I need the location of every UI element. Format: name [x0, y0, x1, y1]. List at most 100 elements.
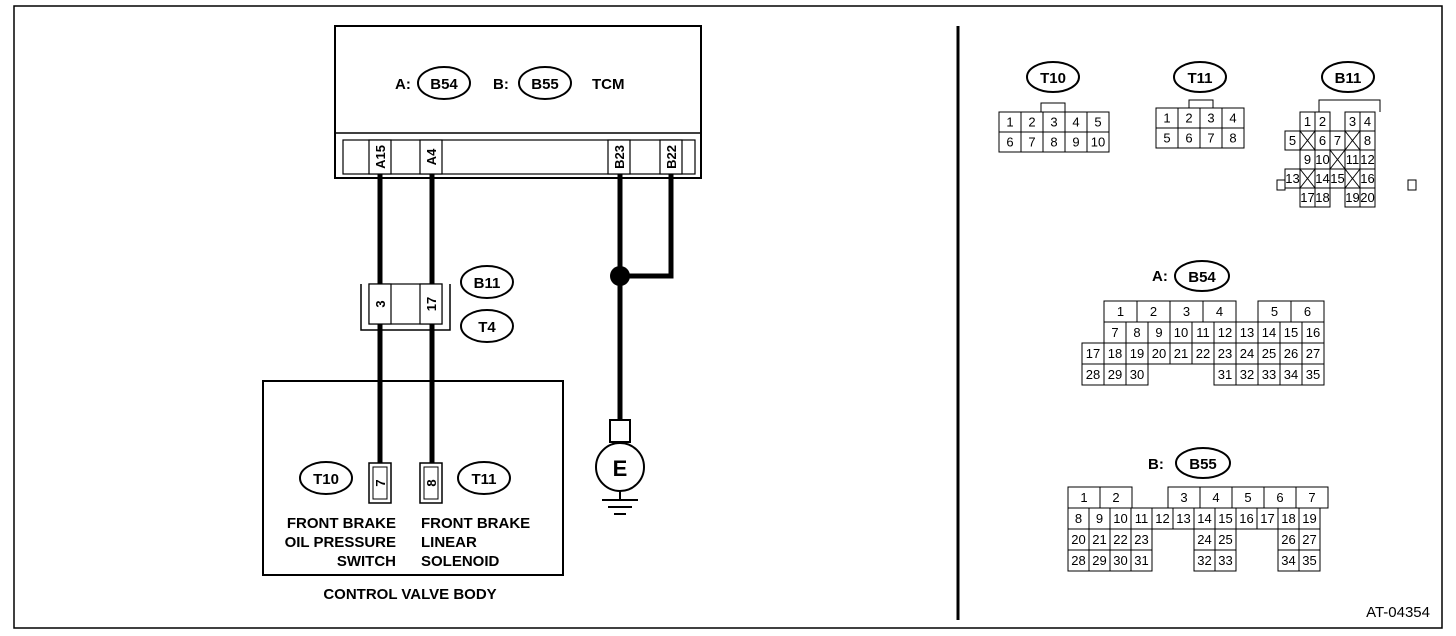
connector-b55-pin: 31	[1134, 553, 1148, 568]
splice-point	[610, 266, 630, 286]
tcm-conn-b: B55	[531, 76, 559, 93]
connector-b54-pin: 23	[1218, 346, 1232, 361]
connector-t10-cell	[1086, 131, 1110, 153]
connector-b55-pin: 3	[1180, 490, 1187, 505]
connector-b54-pin: 25	[1262, 346, 1276, 361]
connector-b55-pin: 9	[1096, 511, 1103, 526]
connector-b11-pin: 19	[1345, 190, 1359, 205]
svg-text:A:: A:	[1152, 268, 1168, 285]
connector-b55-pin: 2	[1112, 490, 1119, 505]
tcm-name: TCM	[592, 76, 625, 93]
connector-b11-pin: 15	[1330, 171, 1344, 186]
connector-b54-pin: 5	[1271, 304, 1278, 319]
connector-b54-pin: 34	[1284, 367, 1298, 382]
tcm-conn-a: B54	[430, 76, 458, 93]
connector-b11-pin: 2	[1319, 114, 1326, 129]
connector-b11-pin: 11	[1346, 152, 1360, 167]
connector-b55-pin: 5	[1244, 490, 1251, 505]
wire-b22	[620, 174, 674, 279]
ground-symbol: E	[595, 419, 645, 515]
connector-b11-pin: 13	[1285, 171, 1299, 186]
joint-conn-bottom: T4	[478, 319, 496, 336]
connector-b55-pin: 14	[1197, 511, 1211, 526]
connector-t11-cell	[1221, 127, 1245, 149]
connector-b11-pin: 17	[1300, 190, 1314, 205]
connector-t11-pin: 2	[1185, 111, 1192, 126]
connector-t11-pin: 7	[1207, 131, 1214, 146]
connector-b11-pin: 20	[1360, 190, 1374, 205]
control-valve-body: 7 8 T10 T11 FRONT BRAKE OIL PRESSURE SWI…	[262, 380, 564, 576]
connector-b54-pin: 18	[1108, 346, 1122, 361]
connector-t11-pin: 6	[1185, 131, 1192, 146]
connector-t10-pin: 8	[1050, 135, 1057, 150]
connector-b55-pin: 8	[1075, 511, 1082, 526]
joint-conn-top: B11	[474, 275, 501, 292]
solenoid-label-line1: FRONT BRAKE	[421, 515, 530, 532]
connector-t10-pin: 5	[1094, 115, 1101, 130]
connector-b54-pin: 26	[1284, 346, 1298, 361]
connector-b54-pin: 35	[1306, 367, 1320, 382]
connector-b55-pin: 21	[1092, 532, 1106, 547]
connector-b55-pin: 28	[1071, 553, 1085, 568]
connector-b54-pin: 28	[1086, 367, 1100, 382]
connector-t10-pin: 2	[1028, 115, 1035, 130]
connector-b54-pin: 12	[1218, 325, 1232, 340]
ground-label: E	[613, 456, 628, 481]
connector-b55-pin: 33	[1218, 553, 1232, 568]
connector-b55-pin: 4	[1212, 490, 1219, 505]
connector-b11-pin: 7	[1334, 133, 1341, 148]
tcm-label-a: A:	[395, 76, 411, 93]
connector-b11-blank-cross	[1344, 130, 1361, 151]
connector-b54-pin: 16	[1306, 325, 1320, 340]
tcm-unit: A: B54 B: B55 TCM A15 A4 B23 B22	[334, 25, 702, 179]
connector-b54-pin: 24	[1240, 346, 1254, 361]
connector-t10-pin: 6	[1006, 135, 1013, 150]
tcm-terminal-a4: A4	[419, 139, 443, 175]
valve-body-title: CONTROL VALVE BODY	[323, 586, 496, 603]
svg-text:17: 17	[424, 297, 439, 311]
connector-b55-cell	[1214, 549, 1237, 572]
connector-b54-cell	[1125, 363, 1149, 386]
tcm-label-b: B:	[493, 76, 509, 93]
joint-pin-3	[368, 283, 392, 325]
connector-b54-cell	[1301, 363, 1325, 386]
connector-b11-pin: 6	[1319, 133, 1326, 148]
svg-text:A4: A4	[424, 148, 439, 165]
connector-b54-pin: 1	[1117, 304, 1124, 319]
connector-b54-pin: 3	[1183, 304, 1190, 319]
svg-text:B23: B23	[612, 145, 627, 169]
connector-b55-pin: 12	[1155, 511, 1169, 526]
svg-text:7: 7	[373, 479, 388, 486]
connector-b54-pin: 21	[1174, 346, 1188, 361]
connector-b55-pin: 35	[1302, 553, 1316, 568]
connector-b11-blank-cross	[1299, 168, 1316, 189]
connector-b54-pin: 32	[1240, 367, 1254, 382]
connector-t10-pin: 7	[1028, 135, 1035, 150]
connector-b11-blank-cross	[1329, 149, 1346, 170]
svg-text:3: 3	[373, 300, 388, 307]
svg-text:A15: A15	[373, 145, 388, 169]
connector-b55-pin: 20	[1071, 532, 1085, 547]
connector-b55-pin: 6	[1276, 490, 1283, 505]
connector-b55-pin: 24	[1197, 532, 1211, 547]
connector-b11-blank-cross	[1344, 168, 1361, 189]
connector-b11-pin: 9	[1304, 152, 1311, 167]
connector-b54-pin: 10	[1174, 325, 1188, 340]
solenoid-label-line3: SOLENOID	[421, 553, 500, 570]
connector-b55-pin: 23	[1134, 532, 1148, 547]
connector-b11-pin: 1	[1304, 114, 1311, 129]
valve-pin-7	[372, 466, 388, 500]
valve-conn-right: T11	[471, 471, 496, 488]
connector-b54-pin: 14	[1262, 325, 1276, 340]
connector-b54-pin: 13	[1240, 325, 1254, 340]
connector-b11-cell	[1359, 187, 1376, 208]
connector-b55-pin: 18	[1281, 511, 1295, 526]
connector-b55-cell	[1298, 549, 1321, 572]
connector-t10-pin: 4	[1072, 115, 1079, 130]
connector-b55-pin: 10	[1113, 511, 1127, 526]
